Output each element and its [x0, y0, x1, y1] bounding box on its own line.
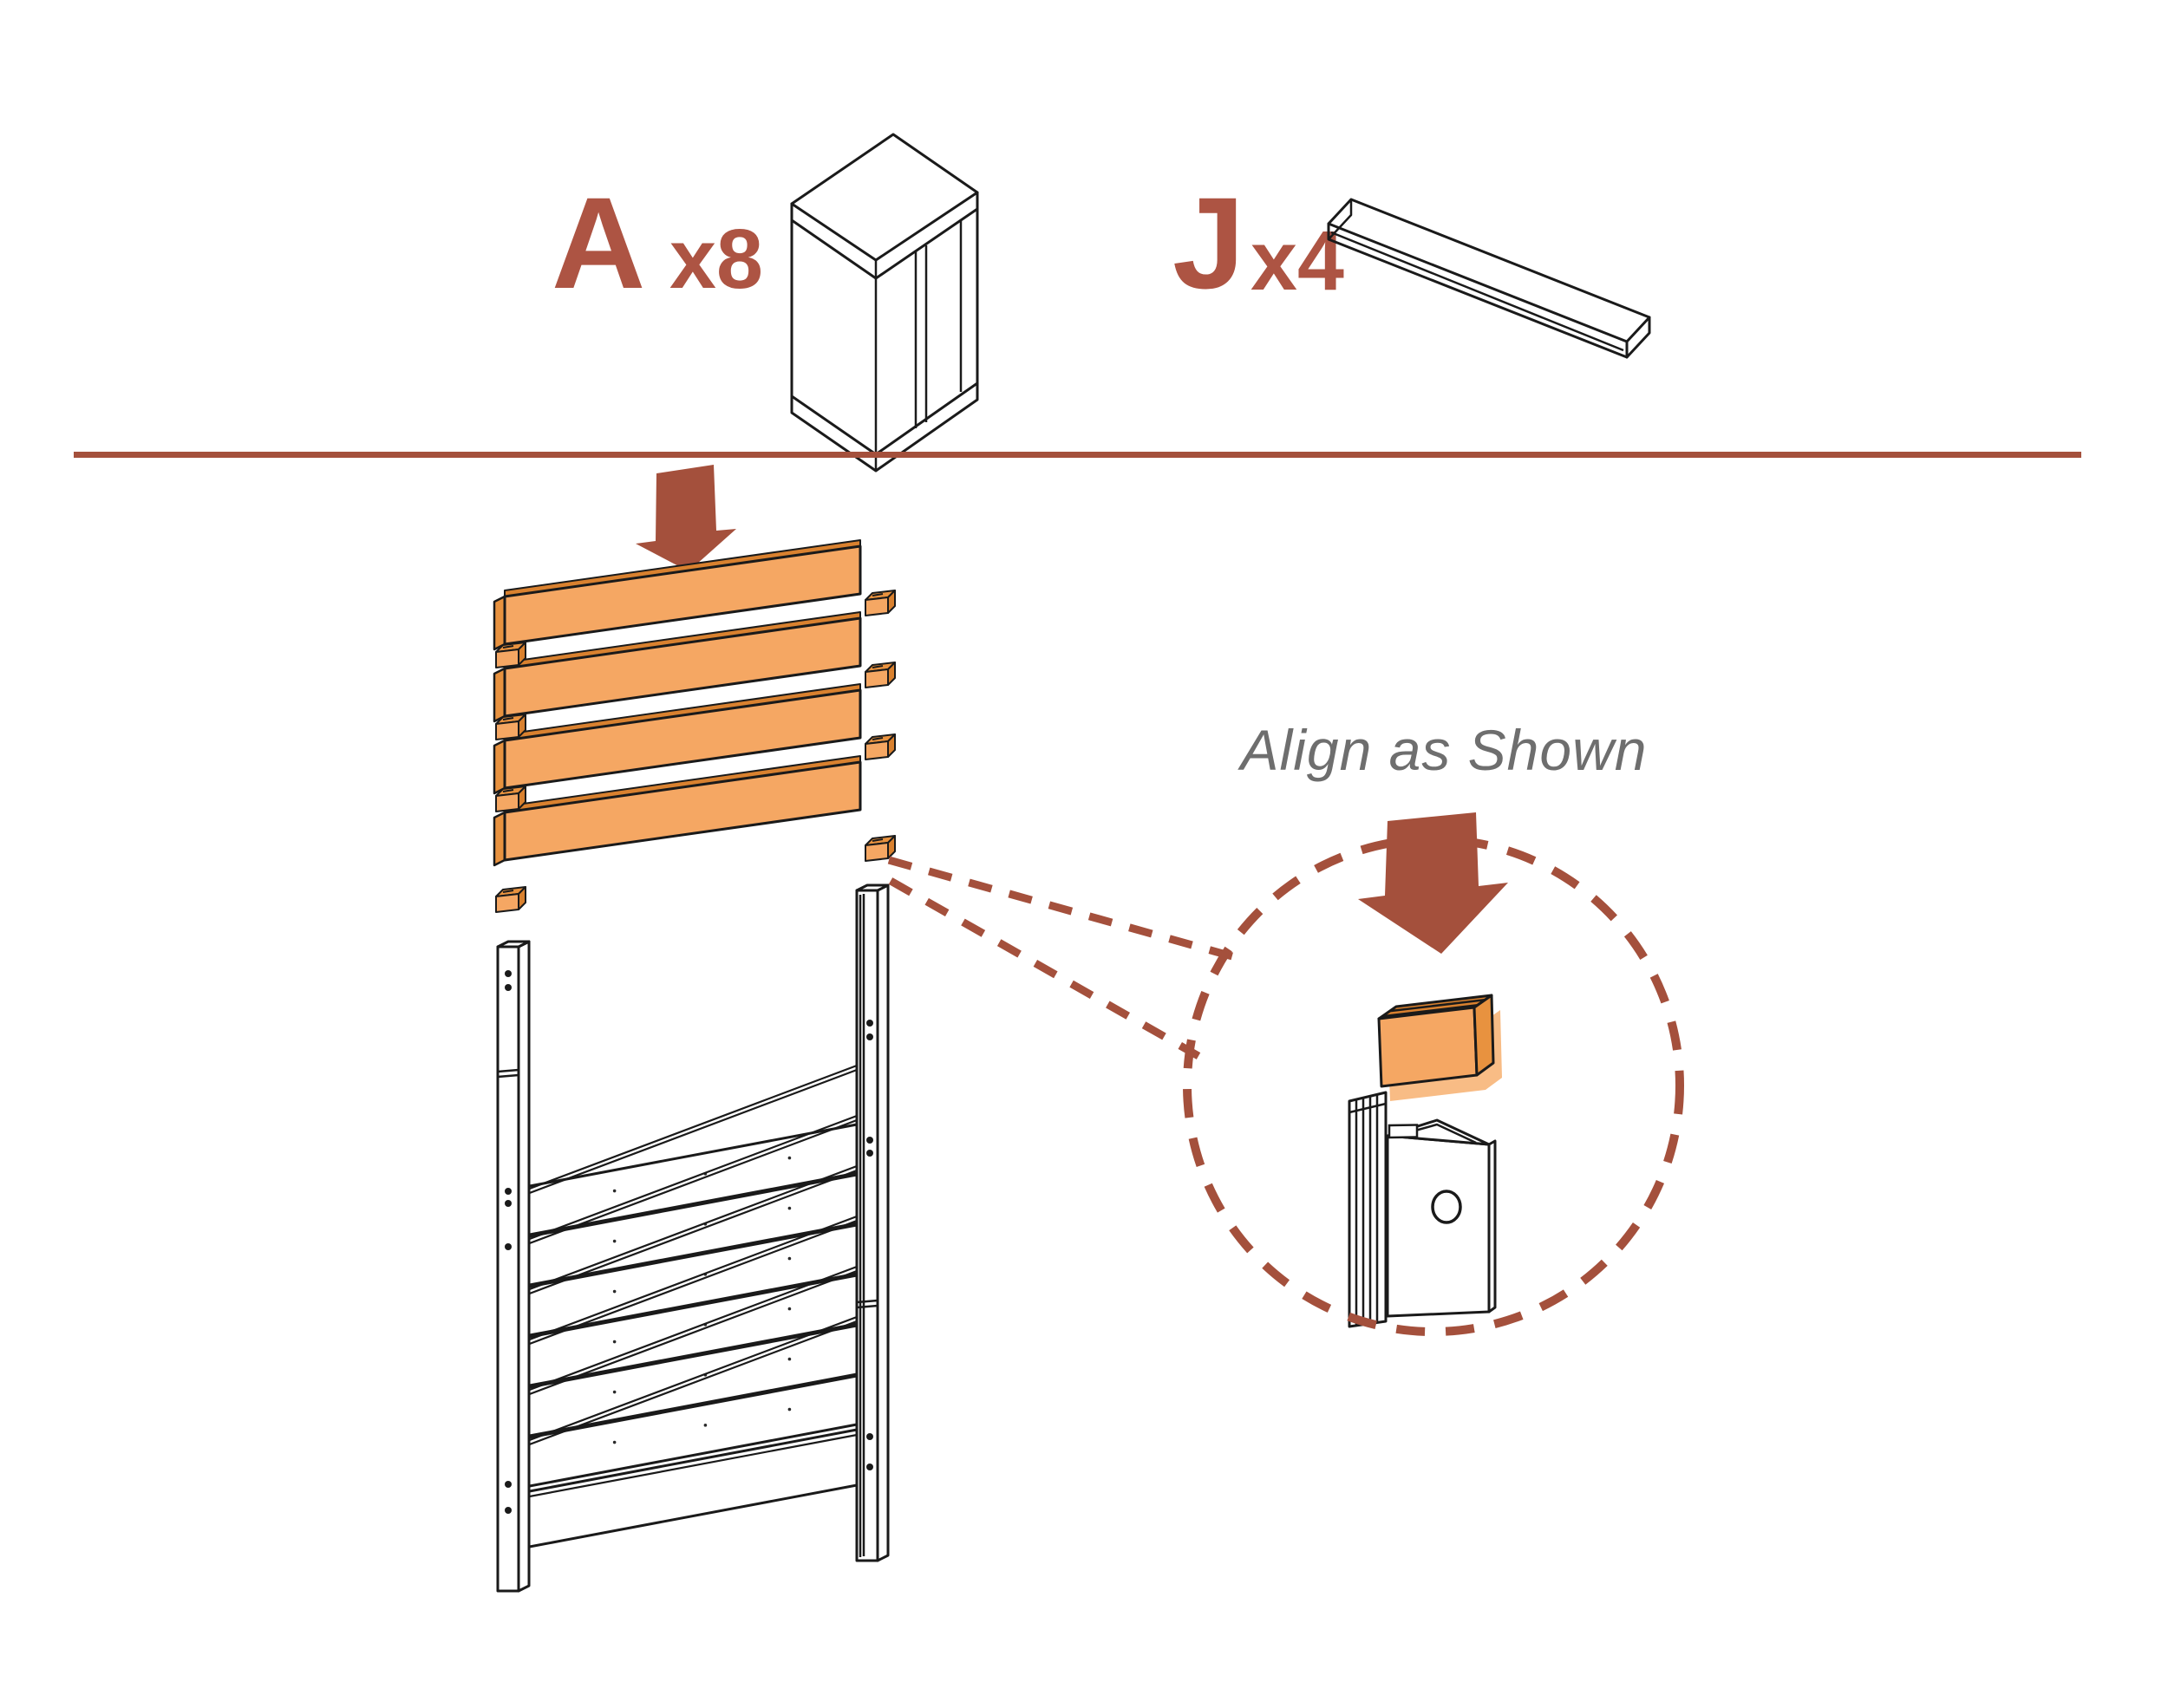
part-j-label: J — [1172, 170, 1244, 316]
part-a-entry: A x8 — [552, 133, 979, 473]
slat-end-face — [493, 595, 506, 651]
clip-front-face — [495, 720, 519, 740]
edge-line — [519, 1315, 858, 1445]
edge-line — [519, 1118, 858, 1248]
edge-line — [519, 1064, 858, 1194]
screw-mark — [787, 1307, 792, 1311]
edge-line — [872, 737, 884, 740]
screw-mark — [612, 1340, 617, 1344]
orange-slat — [503, 616, 862, 718]
clip-front-face — [865, 668, 889, 688]
screw-mark — [787, 1407, 792, 1411]
edge-line — [872, 665, 884, 668]
edge-line — [502, 890, 514, 893]
post-hole — [1431, 1190, 1462, 1224]
screw-mark — [612, 1390, 617, 1394]
orange-slat — [503, 544, 862, 646]
clip-front-face — [865, 740, 889, 760]
installed-slats-group — [519, 1064, 859, 1550]
bracket-clips-group — [495, 590, 896, 913]
screw-mark — [703, 1424, 708, 1427]
edge-line — [519, 1269, 858, 1399]
screw-mark — [612, 1239, 617, 1243]
edge-line — [872, 593, 884, 596]
detail-clip-icon — [1377, 994, 1502, 1101]
detail-post-icon — [1348, 1091, 1497, 1328]
insert-down-arrow-icon — [636, 465, 736, 571]
screw-mark — [787, 1206, 792, 1210]
edge-line — [519, 1219, 858, 1349]
orange-slat — [503, 688, 862, 790]
edge-line — [519, 1164, 858, 1294]
post-groove-cap — [1388, 1124, 1419, 1139]
part-j-count: x4 — [1251, 213, 1344, 308]
screw-mark — [612, 1440, 617, 1444]
clip-front-face — [495, 649, 519, 668]
edge-line — [519, 1320, 858, 1450]
bracket-clip-part-icon — [790, 133, 979, 473]
screw-mark — [787, 1256, 792, 1261]
edge-line — [502, 645, 514, 649]
orange-slat — [503, 760, 862, 862]
clip-front-face — [495, 893, 519, 913]
align-down-arrow-icon — [1358, 812, 1508, 954]
edge-line — [519, 1215, 858, 1345]
part-a-label: A — [552, 170, 645, 316]
screw-mark — [787, 1156, 792, 1160]
screw-mark — [787, 1357, 792, 1361]
left-post — [496, 940, 531, 1593]
align-caption: Align as Shown — [1237, 718, 1648, 782]
edge-line — [872, 838, 884, 842]
slat-end-face — [493, 811, 506, 867]
edge-line — [502, 717, 514, 720]
slat-end-face — [493, 667, 506, 723]
screw-mark — [612, 1189, 617, 1193]
clip-front-face — [865, 596, 889, 616]
slat-end-face — [493, 739, 506, 795]
clip-front-face — [865, 842, 889, 862]
slat-board-part-icon — [1327, 198, 1651, 359]
section-divider-line — [74, 452, 2081, 458]
edge-line — [519, 1114, 858, 1244]
part-j-entry: J x4 — [1172, 170, 1651, 359]
orange-slats-group — [493, 539, 862, 867]
part-a-count: x8 — [669, 212, 763, 306]
right-post — [855, 883, 890, 1562]
callout-cone-lines — [887, 856, 1240, 1059]
screw-mark — [612, 1289, 617, 1294]
edge-line — [519, 1265, 858, 1395]
edge-line — [519, 1433, 858, 1500]
edge-line — [519, 1169, 858, 1299]
edge-line — [519, 1068, 858, 1198]
clip-front-face — [495, 792, 519, 812]
parts-legend: A x8 J x4 — [552, 133, 1651, 473]
edge-line — [502, 789, 514, 792]
